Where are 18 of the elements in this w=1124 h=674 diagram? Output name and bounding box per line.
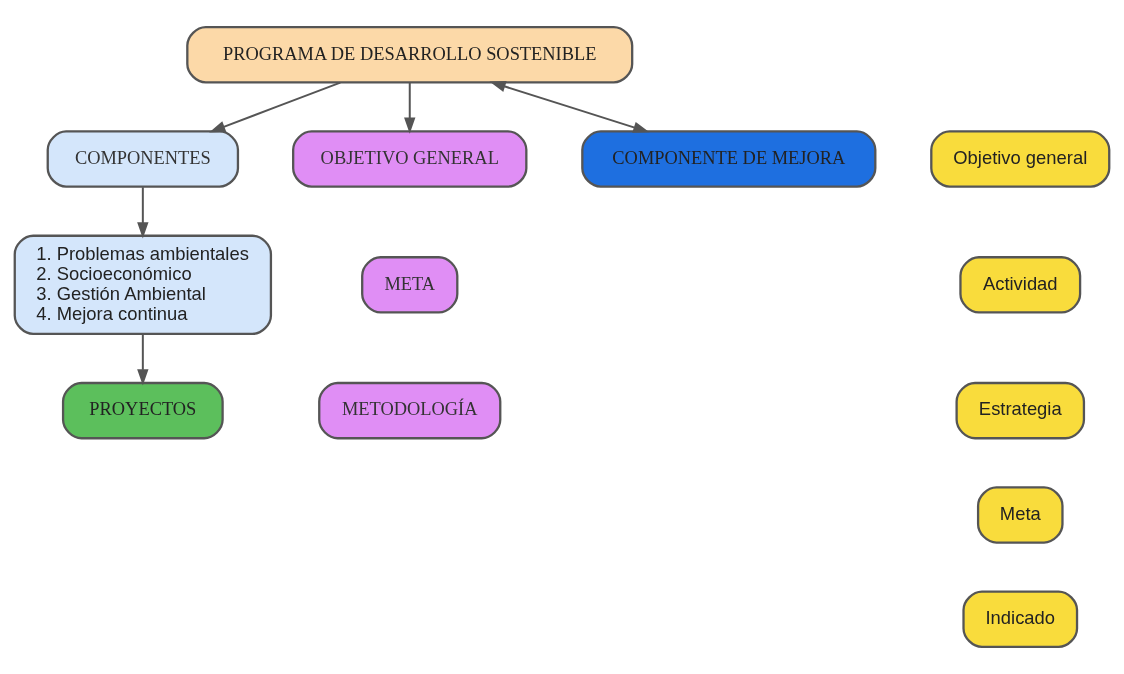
node-box: METODOLOGÍA: [318, 381, 502, 440]
arrow: [404, 81, 416, 134]
node-box: PROYECTOS: [61, 381, 224, 440]
node-box: 1. Problemas ambientales 2. Socioeconómico 3. Gestión Ambiental 4. Mejora continua: [13, 234, 273, 336]
node-box: OBJETIVO GENERAL: [292, 130, 528, 188]
node-box: Estrategia: [955, 381, 1086, 440]
arrow: [489, 81, 650, 133]
node-box: COMPONENTE DE MEJORA: [581, 130, 877, 188]
node-box: Objetivo general: [930, 130, 1111, 188]
node-box: Indicado: [962, 590, 1079, 648]
arrow: [137, 186, 149, 239]
node-box: META: [361, 256, 459, 314]
node-box: Actividad: [959, 256, 1082, 314]
arrow: [137, 333, 149, 386]
node-box: COMPONENTES: [46, 130, 240, 188]
arrow: [209, 81, 342, 133]
node-box: Meta: [976, 486, 1064, 544]
node-box: PROGRAMA DE DESARROLLO SOSTENIBLE: [186, 26, 634, 84]
